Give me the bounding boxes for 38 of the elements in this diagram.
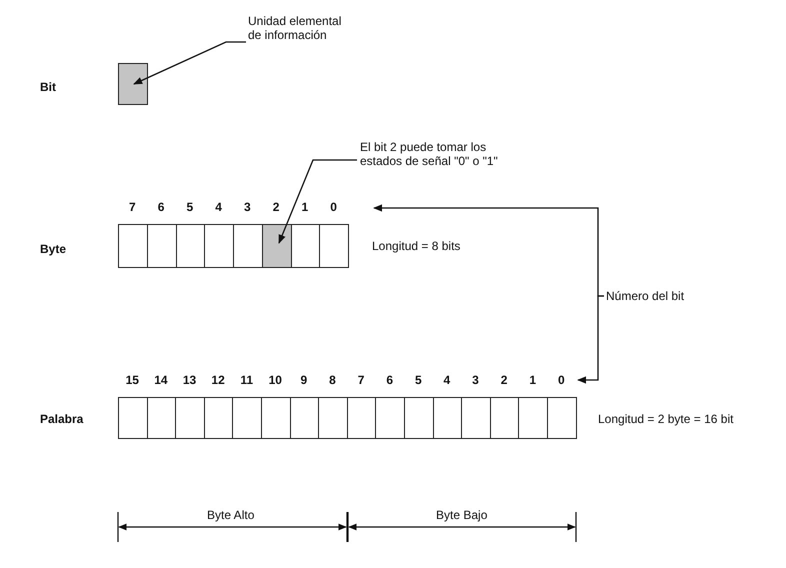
bit-number: 7	[358, 373, 364, 387]
bit-number: 2	[272, 200, 280, 214]
bit-number: 4	[215, 200, 222, 214]
length-note: Longitud = 2 byte = 16 bit	[598, 412, 734, 426]
dimension-label: Byte Alto	[207, 508, 254, 522]
bit-number: 6	[158, 200, 164, 214]
bit-cell	[118, 63, 148, 105]
length-note: Longitud = 8 bits	[372, 239, 460, 253]
leader-line	[278, 159, 357, 244]
bit-number: 4	[444, 373, 450, 387]
bit-number: 8	[329, 373, 336, 387]
bit-number: 1	[529, 373, 536, 387]
bit-number: 10	[268, 373, 282, 387]
bit-number: 9	[300, 373, 308, 387]
bit-number: 1	[302, 200, 308, 214]
bit-number: 7	[129, 200, 136, 214]
bit-number: 3	[244, 200, 251, 214]
row-label: Bit	[40, 80, 56, 94]
dimension-label: Byte Bajo	[436, 508, 488, 522]
callout-text: Número del bit	[606, 289, 684, 303]
leader-line	[133, 41, 246, 85]
row-label: Byte	[40, 242, 66, 256]
bit-number: 13	[182, 373, 196, 387]
bit-number: 12	[211, 373, 225, 387]
callout-text: El bit 2 puede tomar los estados de señal "0" o "1"	[360, 140, 520, 168]
bit-number: 11	[240, 373, 254, 387]
bit-number: 5	[414, 373, 422, 387]
bit-number: 3	[472, 373, 479, 387]
arrow	[577, 295, 604, 384]
row-label: Palabra	[40, 412, 84, 426]
bit-number: 15	[126, 373, 139, 387]
bit-number: 6	[386, 373, 394, 387]
bit-number: 0	[330, 200, 337, 214]
bit-number: 5	[186, 200, 194, 214]
bit-number: 2	[500, 373, 508, 387]
bit-number: 0	[558, 373, 565, 387]
bit-number: 14	[154, 373, 168, 387]
callout-text: Unidad elemental de información	[248, 14, 358, 42]
